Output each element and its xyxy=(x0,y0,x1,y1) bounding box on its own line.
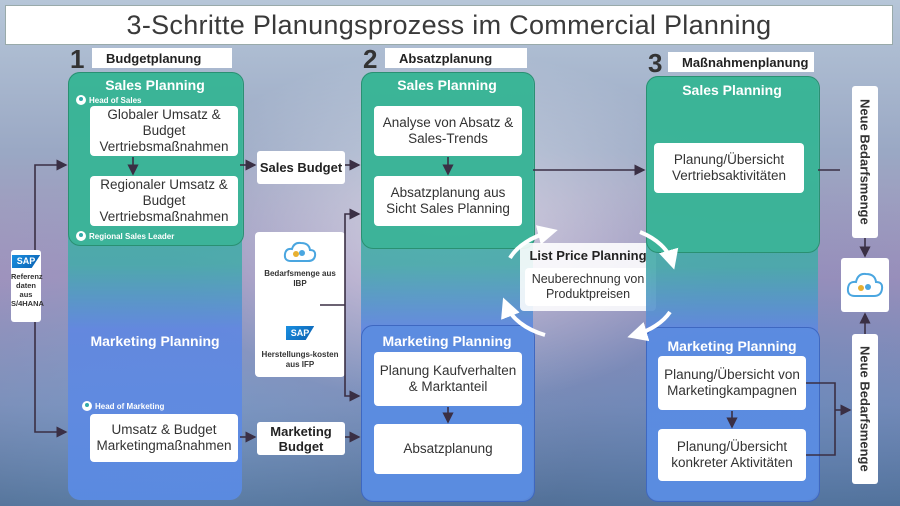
box-regional-budget[interactable]: Regionaler Umsatz & Budget Vertriebsmaßn… xyxy=(90,176,238,226)
col3-marketing-header: Marketing Planning xyxy=(667,338,797,354)
sap-source: SAP Referenz daten aus S/4HANA xyxy=(11,250,44,322)
sap-source-label: Referenz daten aus S/4HANA xyxy=(11,272,44,308)
col2-sales-header: Sales Planning xyxy=(397,77,497,93)
box-kaufverhalten[interactable]: Planung Kaufverhalten & Marktanteil xyxy=(374,352,522,406)
sap-logo-icon: SAP xyxy=(11,255,41,268)
col2-marketing-header: Marketing Planning xyxy=(382,333,512,349)
col3-sales-header: Sales Planning xyxy=(682,82,782,98)
role-regional-sales-leader: Regional Sales Leader xyxy=(76,231,174,241)
list-price-header: List Price Planning xyxy=(529,248,647,263)
step-1-label: Budgetplanung xyxy=(92,48,232,68)
sap-logo-icon: SAP xyxy=(285,326,315,340)
ifp-label: Herstellungs-kosten aus IFP xyxy=(261,350,339,369)
step-3-label: Maßnahmenplanung xyxy=(668,52,814,72)
box-global-budget[interactable]: Globaler Umsatz & Budget Vertriebsmaßnah… xyxy=(90,106,238,156)
ibp-label: Bedarfsmenge aus IBP xyxy=(264,269,336,288)
step-2-label: Absatzplanung xyxy=(385,48,527,68)
col1-marketing-header: Marketing Planning xyxy=(90,333,220,349)
marketing-budget-box[interactable]: Marketing Budget xyxy=(257,422,345,455)
ibp-target xyxy=(841,258,889,312)
neue-bedarfsmenge-bottom: Neue Bedarfsmenge xyxy=(852,334,878,484)
page-title: 3-Schritte Planungsprozess im Commercial… xyxy=(5,5,893,45)
box-analyse-trends[interactable]: Analyse von Absatz & Sales-Trends xyxy=(374,106,522,156)
ifp-sap-logo: SAP xyxy=(280,323,320,343)
step-2-number: 2 xyxy=(363,44,378,74)
box-vertriebsaktivitaeten[interactable]: Planung/Übersicht Vertriebsaktivitäten xyxy=(654,143,804,193)
box-marketingkampagnen[interactable]: Planung/Übersicht von Marketingkampagnen xyxy=(658,356,806,410)
person-icon xyxy=(76,231,86,241)
ibp-cloud-icon xyxy=(283,239,317,265)
step-1-number: 1 xyxy=(70,44,85,74)
step-3-number: 3 xyxy=(648,48,663,78)
box-produktpreise[interactable]: Neuberechnung von Produktpreisen xyxy=(525,268,651,306)
col1-sales-header: Sales Planning xyxy=(105,77,205,93)
person-icon xyxy=(82,401,92,411)
box-konkrete-aktivitaeten[interactable]: Planung/Übersicht konkreter Aktivitäten xyxy=(658,429,806,481)
neue-bedarfsmenge-top: Neue Bedarfsmenge xyxy=(852,86,878,238)
person-icon xyxy=(76,95,86,105)
role-head-of-marketing: Head of Marketing xyxy=(82,401,164,411)
box-marketing-budget[interactable]: Umsatz & Budget Marketingmaßnahmen xyxy=(90,414,238,462)
box-absatzplanung-sales[interactable]: Absatzplanung aus Sicht Sales Planning xyxy=(374,176,522,226)
box-absatzplanung-marketing[interactable]: Absatzplanung xyxy=(374,424,522,474)
sales-budget-box[interactable]: Sales Budget xyxy=(257,151,345,184)
role-head-of-sales: Head of Sales xyxy=(76,95,141,105)
